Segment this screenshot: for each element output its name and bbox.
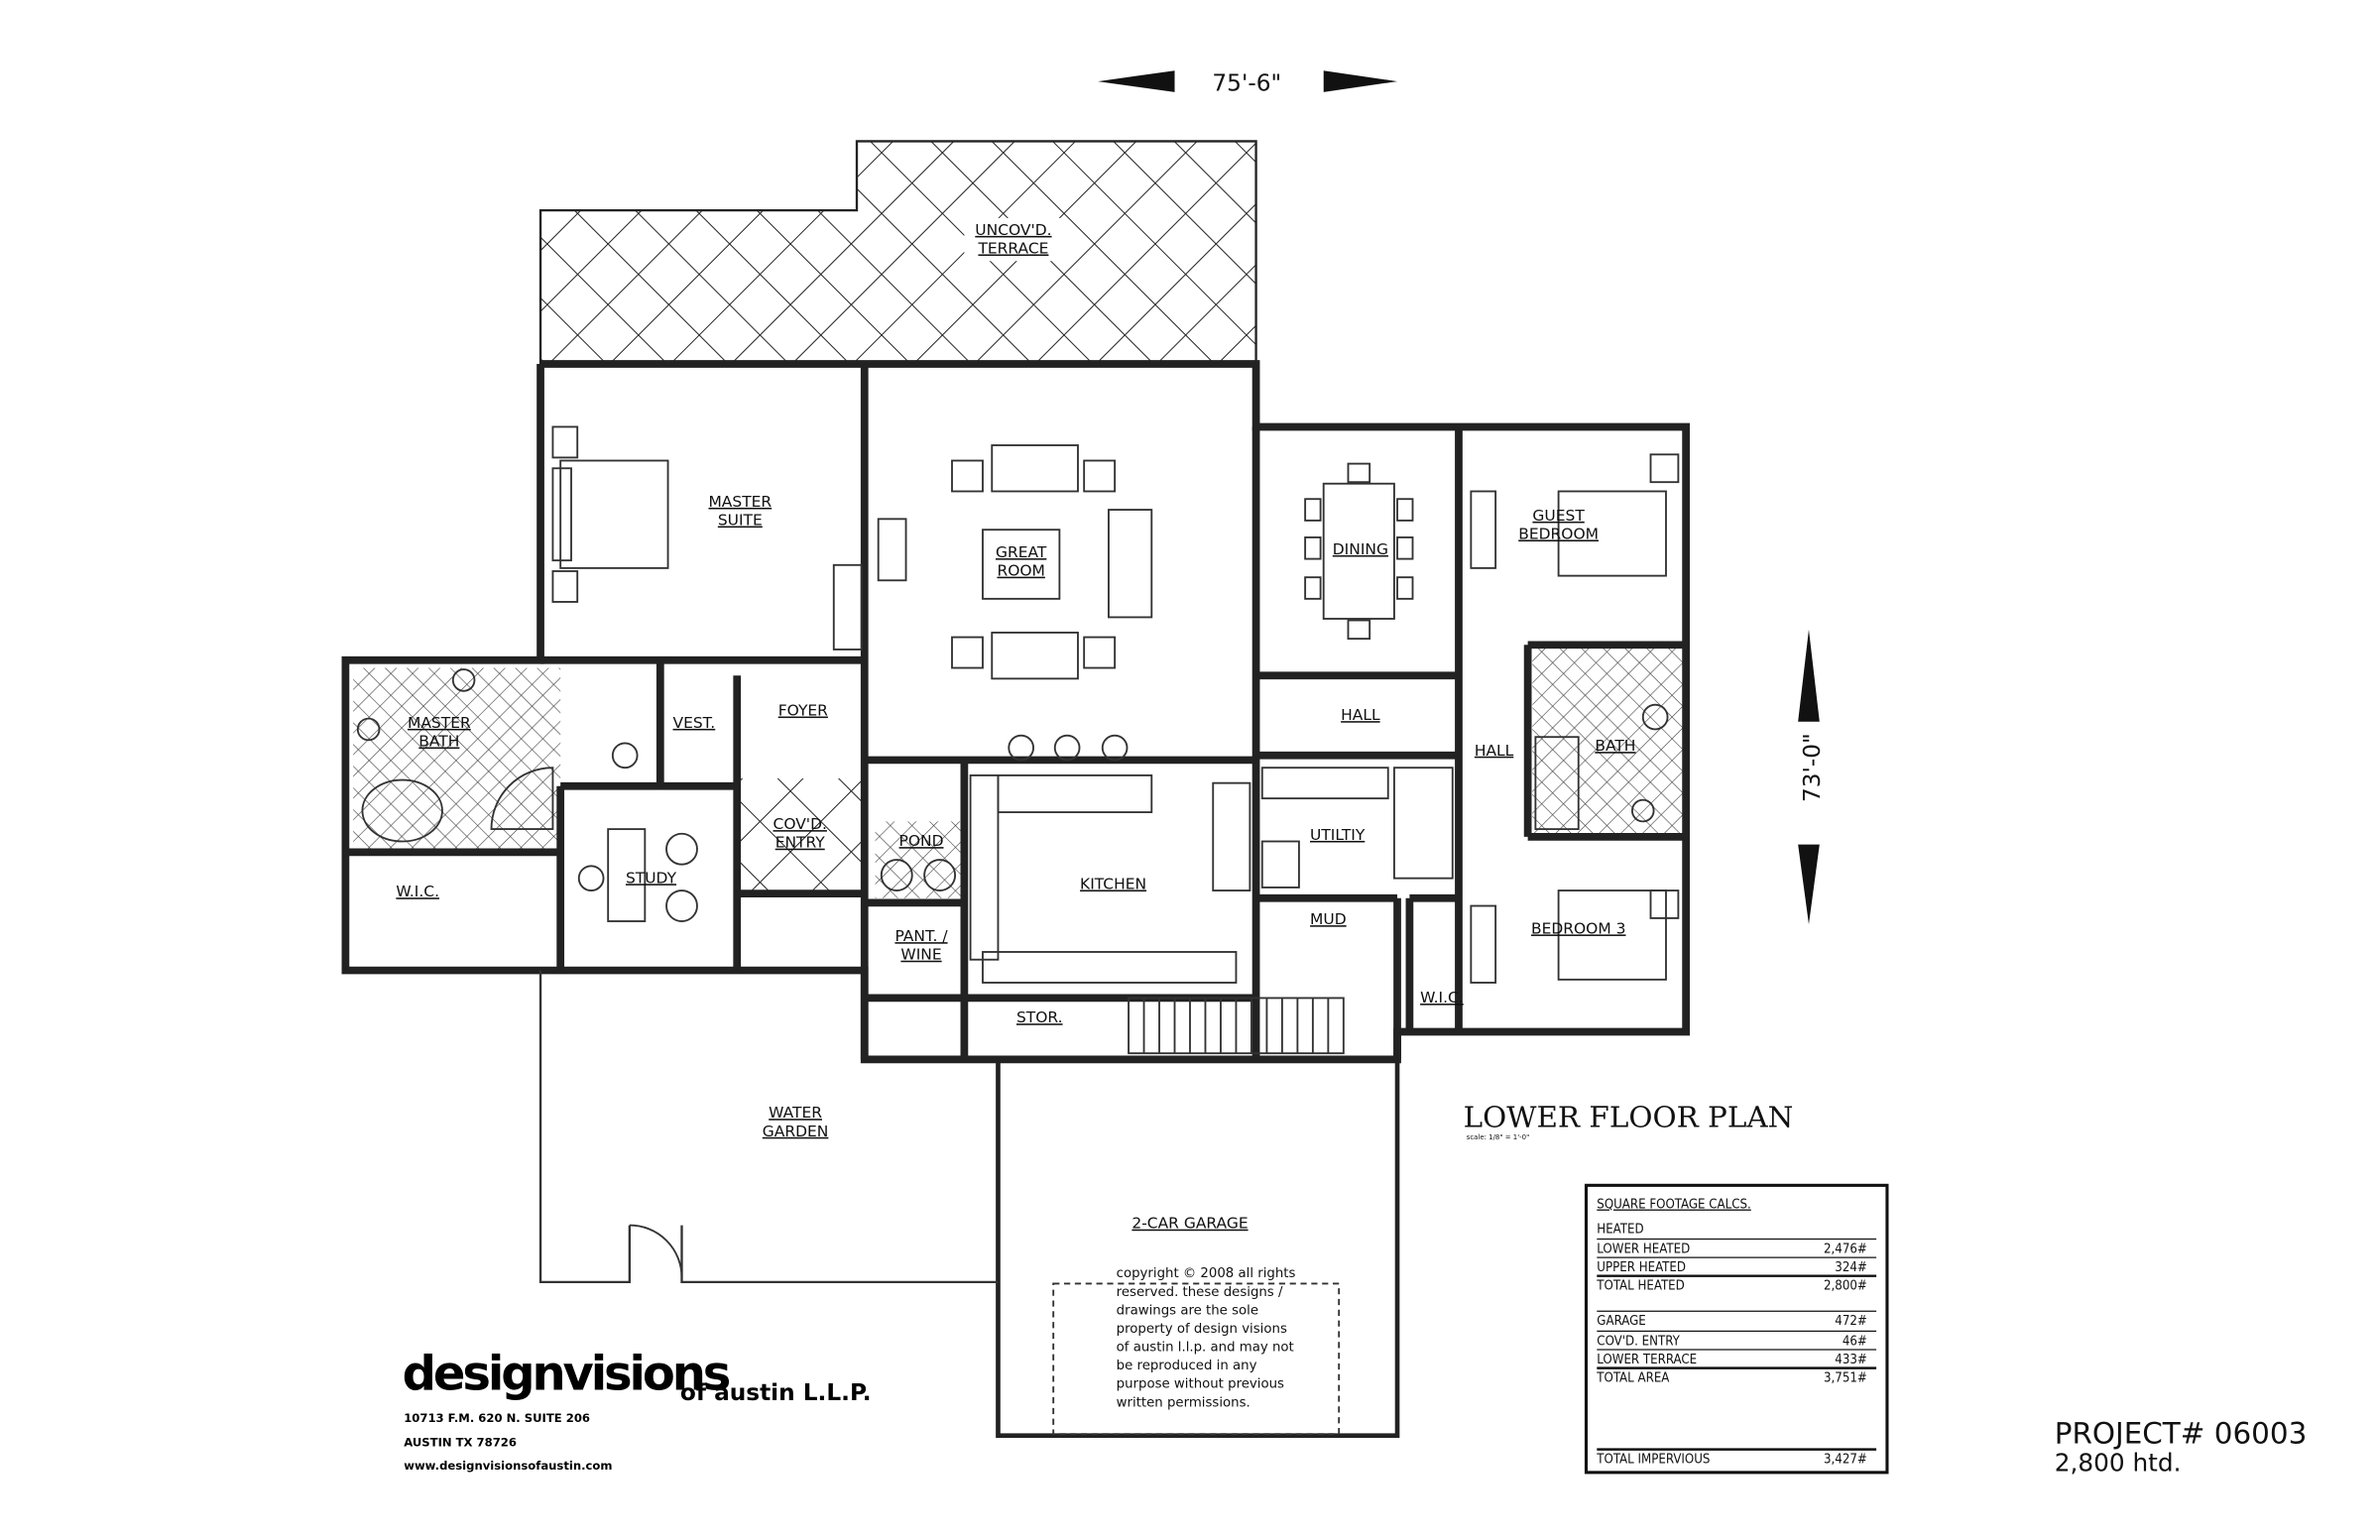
room-labels: MASTER SUITE GREAT ROOM DINING GUEST BED…: [396, 493, 1635, 1233]
company-address2: AUSTIN TX 78726: [404, 1436, 517, 1450]
room-wic-right: W.I.C.: [1420, 989, 1464, 1007]
copyright-line: written permissions.: [1117, 1395, 1250, 1410]
table-row-value: 2,800#: [1824, 1279, 1867, 1294]
room-guest-bedroom-2: BEDROOM: [1518, 525, 1599, 542]
table-row-value: 2,476#: [1824, 1242, 1867, 1256]
company-website: www.designvisionsofaustin.com: [404, 1459, 612, 1473]
company-address1: 10713 F.M. 620 N. SUITE 206: [404, 1411, 590, 1425]
room-mud: MUD: [1310, 910, 1347, 928]
room-master-bath: MASTER: [408, 714, 471, 732]
copyright-line: purpose without previous: [1117, 1377, 1284, 1392]
room-vest: VEST.: [673, 714, 716, 732]
room-dining: DINING: [1333, 540, 1388, 558]
copyright-line: copyright © 2008 all rights: [1117, 1266, 1296, 1281]
stairs: [1128, 997, 1345, 1055]
room-stor: STOR.: [1016, 1008, 1063, 1026]
room-guest-bedroom: GUEST: [1532, 507, 1585, 525]
room-utility: UTILTIY: [1310, 826, 1366, 844]
room-study: STUDY: [626, 869, 677, 887]
terrace-label-2: TERRACE: [977, 239, 1048, 257]
depth-dimension: 73'-0": [1798, 629, 1826, 925]
bath-floor: [1532, 645, 1684, 837]
table-row-value: 3,751#: [1824, 1371, 1867, 1386]
garage-door-line: [1052, 1282, 1341, 1436]
room-water-garden-2: GARDEN: [763, 1123, 829, 1140]
table-title: SQUARE FOOTAGE CALCS.: [1597, 1198, 1750, 1213]
terrace-label: UNCOV'D.: [975, 221, 1051, 239]
room-bedroom-3: BEDROOM 3: [1531, 919, 1626, 937]
table-row-value: 3,427#: [1824, 1453, 1867, 1468]
furniture: [356, 425, 1680, 984]
table-heated-header: HEATED: [1597, 1222, 1643, 1237]
plan-scale: scale: 1/8" = 1'-0": [1467, 1133, 1530, 1141]
table-row-label: UPPER HEATED: [1597, 1260, 1686, 1275]
company-name: designvisions: [403, 1346, 730, 1401]
copyright-line: reserved. these designs /: [1117, 1285, 1283, 1300]
table-row-label: TOTAL AREA: [1596, 1371, 1669, 1386]
table-row-label: GARAGE: [1597, 1314, 1645, 1329]
width-dimension: 75'-6": [1098, 69, 1398, 96]
room-covd-entry-2: ENTRY: [775, 834, 826, 852]
room-great-room-2: ROOM: [997, 562, 1044, 580]
project-number: PROJECT# 06003: [2055, 1416, 2308, 1450]
table-row-label: TOTAL IMPERVIOUS: [1596, 1453, 1710, 1468]
table-row-value: 324#: [1835, 1260, 1867, 1275]
room-hall-right: HALL: [1475, 742, 1514, 760]
room-bath: BATH: [1595, 737, 1635, 755]
table-row-label: TOTAL HEATED: [1596, 1279, 1684, 1294]
copyright-line: property of design visions: [1117, 1322, 1287, 1337]
arrow-left-icon: [1098, 70, 1175, 92]
room-garage: 2-CAR GARAGE: [1131, 1215, 1248, 1233]
arrow-down-icon: [1798, 844, 1820, 925]
arrow-right-icon: [1323, 70, 1398, 92]
plan-title: LOWER FLOOR PLAN: [1464, 1100, 1794, 1133]
covd-entry-area: [737, 778, 865, 894]
copyright-line: be reproduced in any: [1117, 1359, 1257, 1373]
depth-label: 73'-0": [1799, 733, 1826, 802]
room-foyer: FOYER: [778, 702, 828, 720]
terrace-area: [538, 140, 1257, 366]
room-pantry-2: WINE: [900, 946, 941, 964]
copyright-line: of austin l.l.p. and may not: [1117, 1341, 1294, 1356]
room-pond: POND: [899, 832, 944, 850]
pond-floor: [875, 821, 965, 898]
company-logo: designvisions of austin L.L.P. 10713 F.M…: [403, 1346, 872, 1473]
table-row-value: 472#: [1835, 1314, 1867, 1329]
room-covd-entry: COV'D.: [774, 815, 827, 833]
room-pantry: PANT. /: [894, 927, 948, 945]
table-row-value: 433#: [1835, 1353, 1867, 1367]
project-heated: 2,800 htd.: [2055, 1448, 2182, 1477]
room-master-suite: MASTER: [708, 493, 772, 511]
garage-outline: [996, 1057, 1400, 1439]
master-bath-floor: [353, 667, 561, 850]
copyright-line: drawings are the sole: [1117, 1303, 1258, 1318]
table-row-label: COV'D. ENTRY: [1597, 1334, 1680, 1349]
room-water-garden: WATER: [769, 1104, 822, 1122]
width-label: 75'-6": [1212, 69, 1281, 96]
copyright-notice: copyright © 2008 all rights reserved. th…: [1117, 1266, 1296, 1410]
room-kitchen: KITCHEN: [1080, 875, 1146, 892]
room-master-suite-2: SUITE: [718, 512, 763, 530]
table-row-label: LOWER HEATED: [1597, 1242, 1690, 1256]
room-great-room: GREAT: [996, 543, 1047, 561]
room-hall-center: HALL: [1341, 706, 1380, 724]
arrow-up-icon: [1798, 629, 1820, 722]
room-wic-left: W.I.C.: [396, 883, 439, 900]
company-suffix: of austin L.L.P.: [680, 1379, 872, 1406]
square-footage-table: SQUARE FOOTAGE CALCS. HEATED LOWER HEATE…: [1584, 1183, 1889, 1475]
table-row-value: 46#: [1843, 1334, 1867, 1349]
water-garden-outline: [538, 970, 632, 1284]
table-row-label: LOWER TERRACE: [1597, 1353, 1697, 1367]
room-master-bath-2: BATH: [418, 733, 459, 751]
